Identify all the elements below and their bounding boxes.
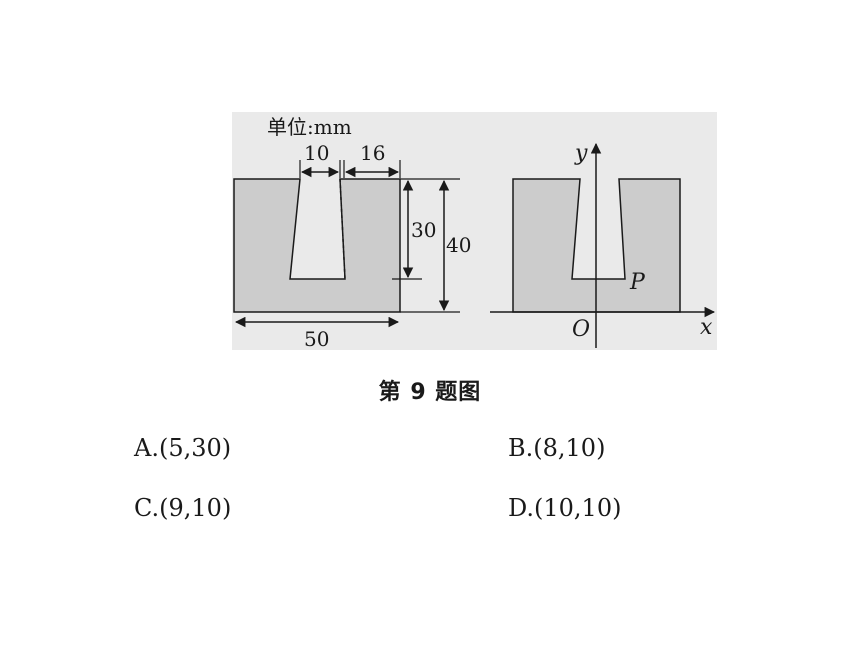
unit-label: 单位:mm	[267, 115, 352, 139]
figure-caption: 第 9 题图	[378, 380, 482, 405]
x-axis-label: x	[700, 315, 713, 340]
left-block-shape	[233, 178, 401, 313]
option-d-letter: D.	[508, 494, 535, 522]
dim-10-label: 10	[304, 141, 329, 165]
option-c[interactable]: C.(9,10)	[134, 494, 231, 522]
point-p-label: P	[629, 270, 646, 295]
dim-50-label: 50	[304, 327, 329, 350]
dim-40-label: 40	[446, 233, 471, 257]
origin-label: O	[572, 317, 590, 342]
option-c-value: (9,10)	[159, 494, 232, 522]
dim-30-label: 30	[411, 218, 436, 242]
option-a-value: (5,30)	[158, 434, 232, 462]
dim-16-label: 16	[360, 141, 385, 165]
option-c-letter: C.	[134, 494, 160, 522]
y-axis-label: y	[574, 141, 588, 166]
option-b-value: (8,10)	[533, 434, 606, 462]
option-b[interactable]: B.(8,10)	[508, 434, 605, 462]
option-a-letter: A.	[134, 434, 159, 462]
option-d-value: (10,10)	[534, 494, 622, 522]
option-b-letter: B.	[508, 434, 534, 462]
option-a[interactable]: A.(5,30)	[134, 434, 231, 462]
slot-dashed-guide	[339, 178, 346, 280]
option-d[interactable]: D.(10,10)	[508, 494, 621, 522]
figure-diagram: 单位:mm 10 16 30 40 50 y x O P	[233, 115, 716, 350]
figure-panel: 单位:mm 10 16 30 40 50 y x O P	[232, 112, 717, 350]
